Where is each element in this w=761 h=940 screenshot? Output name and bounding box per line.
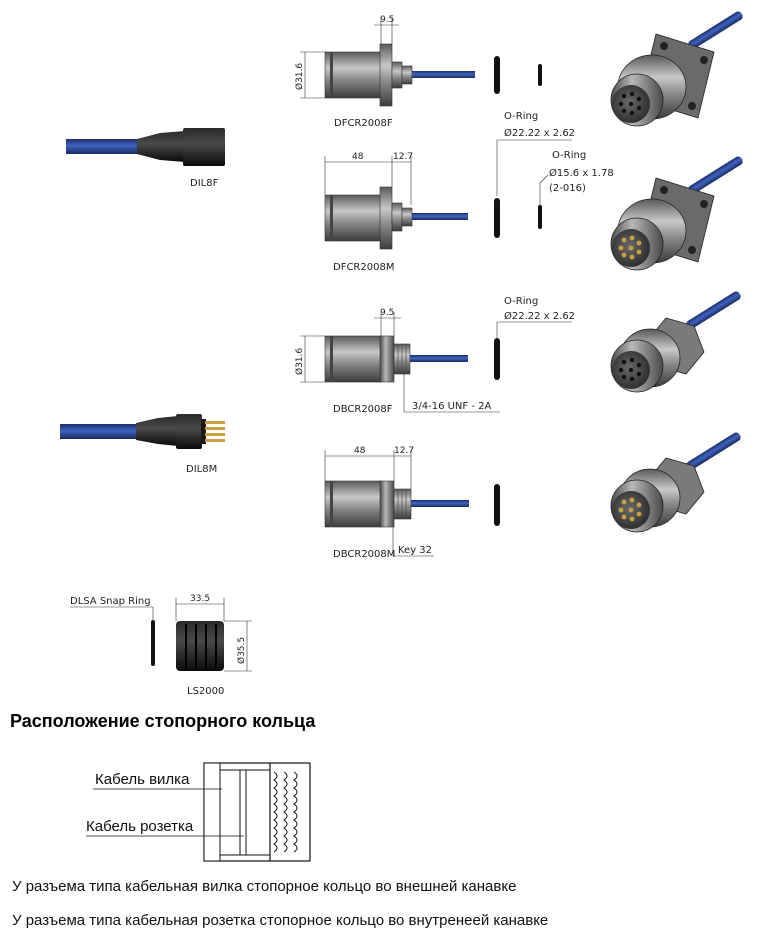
dil8m-boot xyxy=(136,416,178,446)
dbcr2008f-width-dim: 9.5 xyxy=(380,308,394,318)
dfcr2008f-dims: 9.5 Ø31.6 xyxy=(294,15,399,99)
dbcr2008f-connector xyxy=(324,335,468,383)
dil8f-label: DIL8F xyxy=(190,178,219,189)
oring2-size: Ø15.6 x 1.78 xyxy=(549,167,614,179)
dbcr2008m-oring xyxy=(494,484,500,526)
ls2000-label: LS2000 xyxy=(187,686,224,697)
label-cable-plug: Кабель вилка xyxy=(95,771,190,788)
note-plug: У разъема типа кабельная вилка стопорное… xyxy=(12,878,517,895)
dfcr2008m-length-dim: 48 xyxy=(352,152,364,162)
render-dbcr2008f xyxy=(610,291,741,393)
dbcr2008m-label: DBCR2008M xyxy=(333,549,395,560)
dfcr2008m-oring-small xyxy=(538,205,542,229)
key-label: Key 32 xyxy=(398,545,432,556)
note-socket: У разъема типа кабельная розетка стопорн… xyxy=(12,912,549,929)
dil8f-boot xyxy=(137,131,185,162)
dfcr2008f-oring-large xyxy=(494,56,500,94)
dil8f-body xyxy=(183,128,225,166)
ls2000-dims: 33.5 Ø35.5 xyxy=(175,594,252,672)
dil8m-pins xyxy=(205,421,225,442)
thread-label: 3/4-16 UNF - 2A xyxy=(412,401,491,412)
dbcr2008f-dia-dim: Ø31.6 xyxy=(294,348,305,375)
dfcr2008m-dims: 48 12.7 xyxy=(324,152,413,205)
dbcr2008f-label: DBCR2008F xyxy=(333,404,393,415)
oring3-leader xyxy=(496,321,572,338)
dfcr2008f-dia-dim: Ø31.6 xyxy=(294,63,305,90)
oring3-title: O-Ring xyxy=(504,296,538,307)
dfcr2008f-connector xyxy=(324,43,475,107)
dbcr2008f-oring xyxy=(494,338,500,380)
ls2000-dia-dim: Ø35.5 xyxy=(236,637,247,664)
oring1-title: O-Ring xyxy=(504,111,538,122)
dil8m-label: DIL8M xyxy=(186,464,217,475)
dfcr2008f-width-dim: 9.5 xyxy=(380,15,394,25)
oring2-code: (2-016) xyxy=(549,183,586,194)
dbcr2008m-length-dim: 48 xyxy=(354,446,366,456)
ls2000-length-dim: 33.5 xyxy=(190,594,210,604)
dbcr2008m-connector xyxy=(324,480,469,528)
oring3-size: Ø22.22 x 2.62 xyxy=(504,310,575,322)
render-dfcr2008m xyxy=(610,156,743,271)
render-dfcr2008f xyxy=(610,11,743,127)
dbcr2008f-dims: 9.5 Ø31.6 xyxy=(294,308,500,413)
dfcr2008m-connector xyxy=(324,186,468,250)
oring2-leader xyxy=(539,174,549,205)
oring1-leader xyxy=(496,139,572,196)
dil8f-cable xyxy=(66,139,138,154)
dfcr2008f-oring-small xyxy=(538,64,542,86)
section-diagram xyxy=(86,762,311,862)
dbcr2008m-width-dim: 12.7 xyxy=(394,446,414,456)
dfcr2008m-oring-large xyxy=(494,198,500,238)
dbcr2008m-dims: 48 12.7 xyxy=(324,446,434,557)
snap-ring xyxy=(151,620,155,666)
dfcr2008m-width-dim: 12.7 xyxy=(393,152,413,162)
dfcr2008m-label: DFCR2008M xyxy=(333,262,394,273)
render-dbcr2008m xyxy=(610,432,741,533)
dil8f-connector xyxy=(66,128,225,166)
label-cable-socket: Кабель розетка xyxy=(86,818,194,835)
ls2000-nut xyxy=(176,621,224,671)
oring1-size: Ø22.22 x 2.62 xyxy=(504,127,575,139)
dil8m-cable xyxy=(60,424,138,439)
oring2-title: O-Ring xyxy=(552,150,586,161)
dfcr2008f-label: DFCR2008F xyxy=(334,118,393,129)
section-title: Расположение стопорного кольца xyxy=(10,711,316,731)
dil8m-connector xyxy=(60,414,225,449)
snap-ring-label: DLSA Snap Ring xyxy=(70,596,151,607)
dil8m-body xyxy=(176,414,202,449)
